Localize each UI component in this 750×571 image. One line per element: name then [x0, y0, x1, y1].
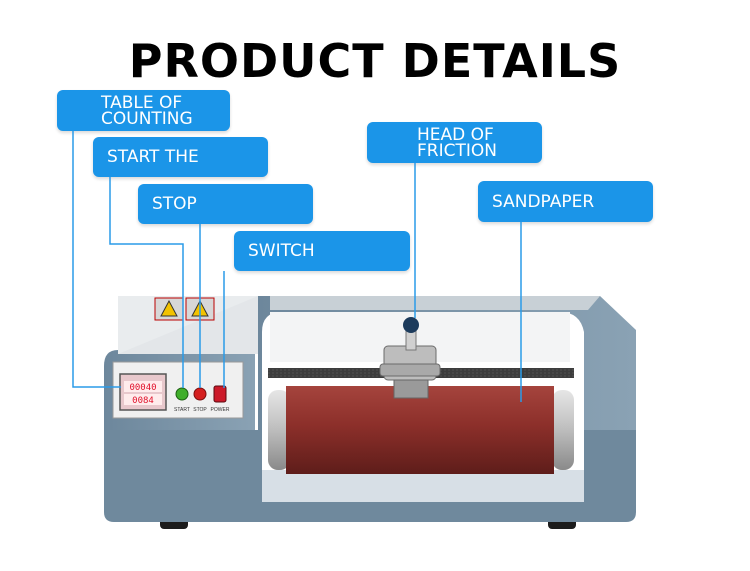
leader-lines [72, 131, 522, 402]
housing-top-cover [270, 296, 600, 310]
callout-text: TABLE OF COUNTING [101, 92, 193, 129]
page-title: PRODUCT DETAILS [128, 34, 622, 88]
sandpaper-roller [286, 386, 554, 474]
counter-value-bottom: 0084 [132, 396, 154, 406]
friction-head-base [393, 379, 429, 399]
power-switch-label: POWER [211, 407, 230, 413]
callout-text: START THE [107, 147, 199, 167]
callout-text: SWITCH [248, 241, 315, 261]
callout-head-of-friction: HEAD OF FRICTION [367, 122, 542, 163]
start-button [175, 387, 189, 401]
stop-button [193, 387, 207, 401]
callout-sandpaper: SANDPAPER [478, 181, 653, 222]
roller-end-cap [552, 390, 574, 470]
friction-head-knob [403, 317, 419, 333]
warning-icon [160, 299, 178, 317]
callout-start: START THE [93, 137, 268, 177]
callout-table-of-counting: TABLE OF COUNTING [57, 90, 230, 131]
leader-line-start [109, 177, 184, 388]
leader-line-counter [72, 131, 121, 388]
control-box-slope [118, 296, 258, 354]
roller-end-cap [268, 390, 290, 470]
power-switch [213, 385, 227, 403]
stop-button-label: STOP [193, 407, 207, 413]
callout-text: HEAD OF FRICTION [417, 124, 497, 161]
counter-value-top: 00040 [129, 383, 156, 393]
friction-head-arm [379, 363, 441, 377]
callout-stop: STOP [138, 184, 313, 224]
callout-text: STOP [152, 194, 197, 214]
inner-floor [262, 470, 584, 502]
start-button-label: START [174, 407, 190, 413]
callout-switch: SWITCH [234, 231, 410, 271]
callout-text: SANDPAPER [492, 191, 595, 212]
